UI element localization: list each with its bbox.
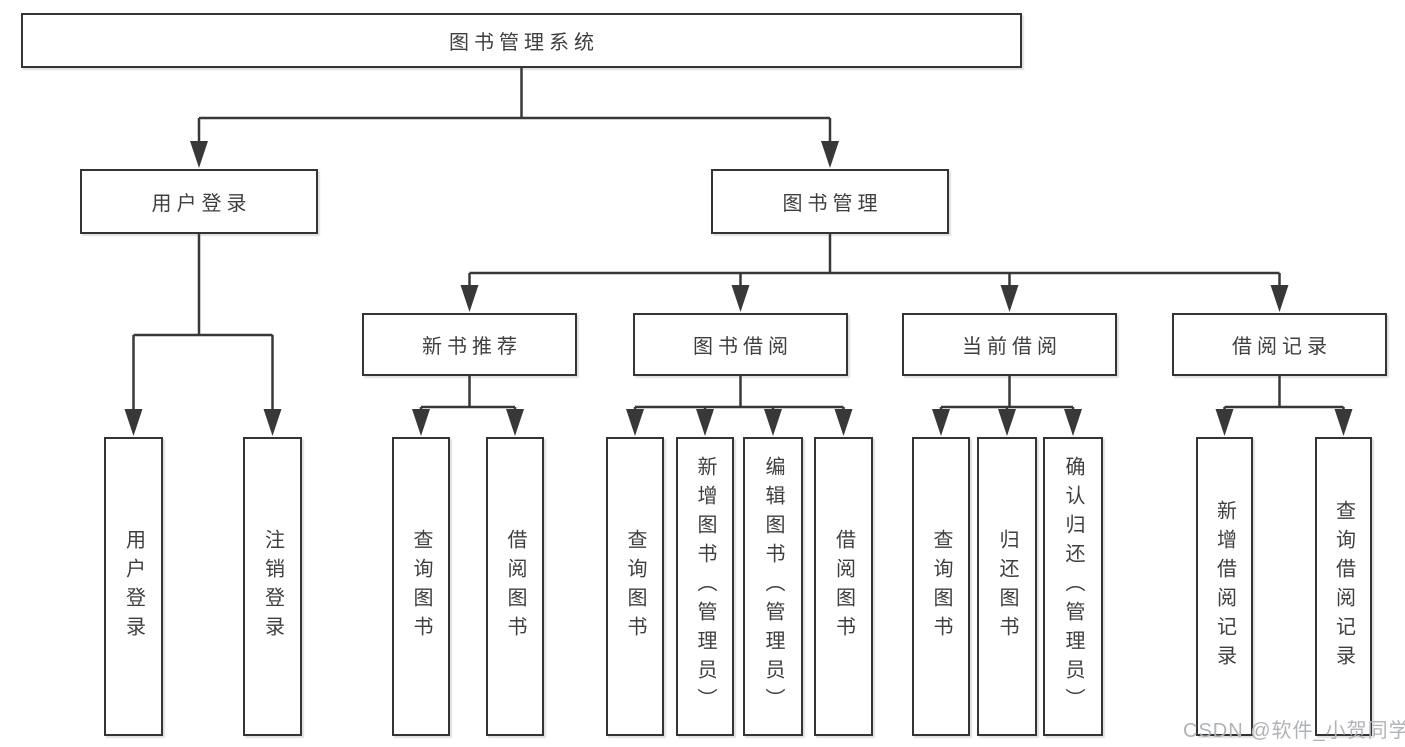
leaf-edit-books-admin: 编辑图书（管理员） (743, 437, 803, 736)
leaf-label: 查询借阅记录 (1332, 499, 1355, 674)
node-borrow-records: 借阅记录 (1172, 313, 1387, 376)
leaf-query-borrow-record: 查询借阅记录 (1315, 437, 1372, 736)
leaf-label: 注销登录 (261, 528, 284, 645)
leaf-user-login: 用户登录 (104, 437, 163, 736)
leaf-label: 查询图书 (624, 528, 646, 645)
leaf-confirm-return-admin: 确认归还（管理员） (1043, 437, 1103, 736)
leaf-label: 归还图书 (996, 528, 1018, 645)
leaf-label: 查询图书 (410, 528, 432, 645)
leaf-label: 借阅图书 (504, 528, 526, 645)
leaf-label: 编辑图书（管理员） (762, 456, 784, 717)
leaf-label: 新增图书（管理员） (694, 456, 716, 717)
leaf-borrow-books: 借阅图书 (814, 437, 873, 736)
leaf-add-borrow-record: 新增借阅记录 (1196, 437, 1253, 736)
node-label: 用户登录 (151, 193, 252, 215)
node-label: 新书推荐 (422, 336, 522, 358)
node-new-book-recommend: 新书推荐 (362, 313, 577, 376)
leaf-label: 借阅图书 (832, 528, 855, 645)
node-current-borrow: 当前借阅 (902, 313, 1117, 376)
leaf-label: 确认归还（管理员） (1062, 456, 1084, 717)
leaf-query-books-recommend: 查询图书 (392, 437, 450, 736)
leaf-label: 用户登录 (122, 528, 145, 645)
leaf-add-books-admin: 新增图书（管理员） (676, 437, 734, 736)
node-user-login-branch: 用户登录 (80, 169, 318, 234)
node-label: 图书借阅 (693, 336, 793, 358)
leaf-label: 查询图书 (930, 528, 952, 645)
node-library-management-system: 图书管理系统 (21, 13, 1022, 68)
leaf-query-books-borrow: 查询图书 (606, 437, 664, 736)
leaf-logout: 注销登录 (243, 437, 302, 736)
node-book-borrow: 图书借阅 (633, 313, 848, 376)
node-book-management-branch: 图书管理 (711, 169, 949, 234)
node-label: 图书管理 (782, 193, 883, 215)
leaf-return-books: 归还图书 (977, 437, 1037, 736)
leaf-label: 新增借阅记录 (1213, 499, 1236, 674)
leaf-borrow-books-recommend: 借阅图书 (486, 437, 544, 736)
csdn-watermark: CSDN @软件_小贺同学 (1183, 720, 1405, 742)
leaf-query-books-current: 查询图书 (912, 437, 970, 736)
node-label: 当前借阅 (962, 336, 1062, 358)
node-label: 图书管理系统 (449, 32, 599, 54)
node-label: 借阅记录 (1232, 336, 1332, 358)
